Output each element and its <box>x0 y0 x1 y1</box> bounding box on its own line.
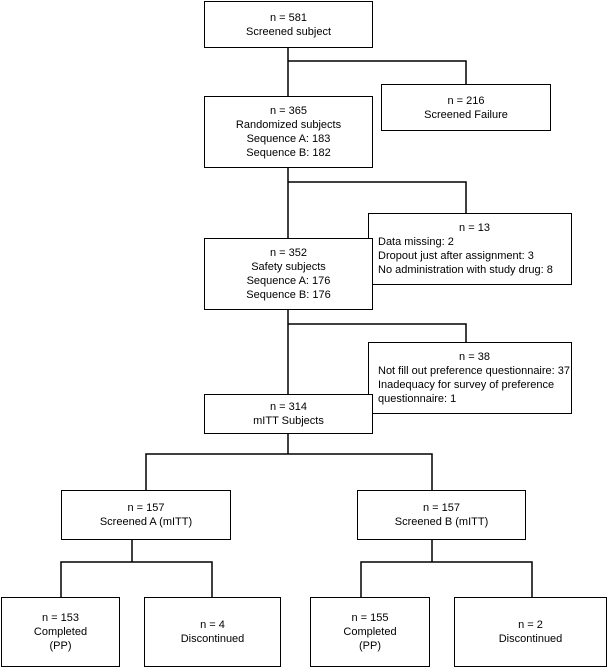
box-screened-b: n = 157 Screened B (mITT) <box>357 490 526 540</box>
label: Discontinued <box>180 633 245 645</box>
box-randomized-subjects: n = 365 Randomized subjects Sequence A: … <box>204 96 373 168</box>
sequence-b: Sequence B: 176 <box>246 289 331 301</box>
reason-1: Not fill out preference questionnaire: 3… <box>378 365 571 377</box>
label: mITT Subjects <box>253 415 324 427</box>
connector-to-excluded-38 <box>288 323 467 342</box>
connector-b-arms <box>360 561 533 597</box>
count: n = 581 <box>269 11 307 24</box>
label: Screened B (mITT) <box>394 516 489 528</box>
label: Randomized subjects <box>235 119 342 131</box>
reason-3: No administration with study drug: 8 <box>378 264 553 276</box>
label: Screened subject <box>246 25 331 38</box>
box-discontinued-b: n = 2 Discontinued <box>454 597 607 667</box>
reason-2: Inadequacy for survey of preference <box>378 379 555 391</box>
label-pp: (PP) <box>359 640 381 652</box>
connector-a-arms <box>60 561 213 597</box>
box-screened-a: n = 157 Screened A (mITT) <box>61 490 231 540</box>
count: n = 314 <box>269 401 307 413</box>
connector-to-excluded-13 <box>288 181 467 213</box>
count: n = 365 <box>269 105 307 117</box>
sequence-a: Sequence A: 183 <box>246 133 331 145</box>
count: n = 352 <box>269 247 307 259</box>
box-safety-subjects: n = 352 Safety subjects Sequence A: 176 … <box>204 238 373 310</box>
count: n = 157 <box>127 502 165 514</box>
count: n = 216 <box>447 94 485 107</box>
reason-2-cont: questionnaire: 1 <box>378 393 457 405</box>
box-excluded-13: n = 13 Data missing: 2 Dropout just afte… <box>368 213 572 285</box>
count: n = 4 <box>200 619 225 631</box>
label: Screened Failure <box>424 108 508 121</box>
sequence-b: Sequence B: 182 <box>246 147 331 159</box>
box-completed-b: n = 155 Completed (PP) <box>310 597 430 667</box>
label: Safety subjects <box>251 261 326 273</box>
count: n = 13 <box>459 222 490 234</box>
reason-1: Data missing: 2 <box>378 236 454 248</box>
reason-2: Dropout just after assignment: 3 <box>378 250 534 262</box>
label: Completed <box>33 626 88 638</box>
count: n = 155 <box>351 612 389 624</box>
label: Completed <box>343 626 397 638</box>
box-screened-subject: n = 581 Screened subject <box>204 1 373 48</box>
label: Screened A (mITT) <box>99 516 193 528</box>
label-pp: (PP) <box>49 640 72 652</box>
count: n = 157 <box>422 502 460 514</box>
connector-mitt-arms <box>145 453 433 490</box>
box-discontinued-a: n = 4 Discontinued <box>144 597 281 667</box>
connector-to-screened-failure <box>288 60 467 84</box>
box-completed-a: n = 153 Completed (PP) <box>1 597 120 667</box>
count: n = 38 <box>459 351 490 363</box>
label: Discontinued <box>498 633 563 645</box>
box-excluded-38: n = 38 Not fill out preference questionn… <box>368 342 572 414</box>
sequence-a: Sequence A: 176 <box>246 275 331 287</box>
box-screened-failure: n = 216 Screened Failure <box>381 84 551 131</box>
count: n = 2 <box>518 619 543 631</box>
box-mitt-subjects: n = 314 mITT Subjects <box>204 394 373 434</box>
count: n = 153 <box>41 612 79 624</box>
